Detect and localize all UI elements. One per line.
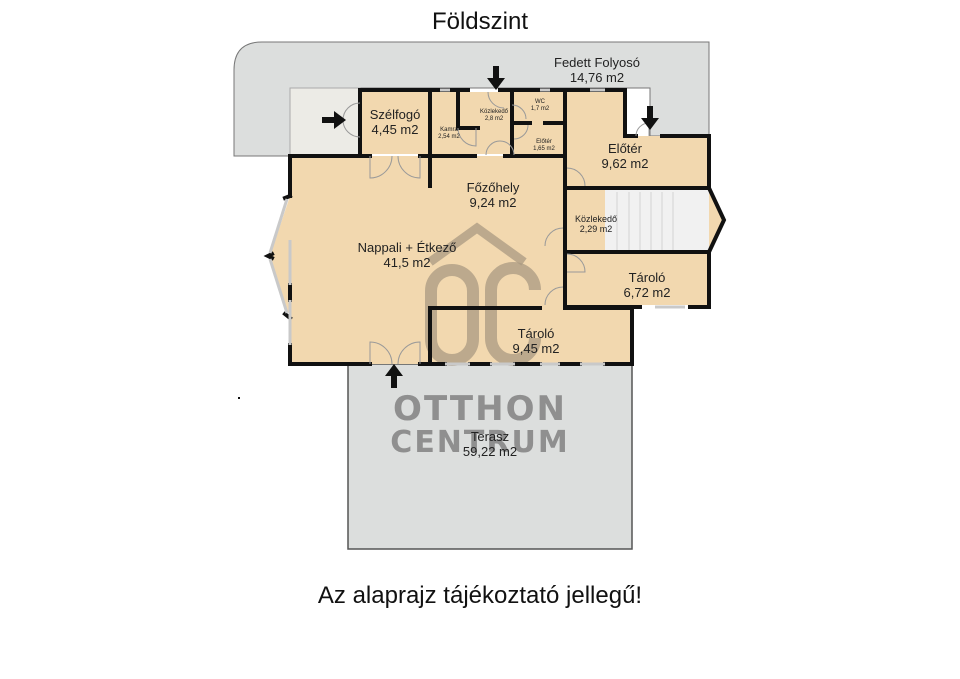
arrow-right-icon [322,111,346,129]
entry-arrows [322,66,659,388]
room-area: 4,45 m2 [372,122,419,137]
room-name: Terasz [471,429,509,444]
room-name: WC [535,99,546,105]
room-area: 2,29 m2 [580,224,613,234]
room-name: Tároló [629,270,666,285]
arrow-down-icon [487,66,505,90]
room-name: Fedett Folyosó [554,55,640,70]
room-name: Előtér [608,141,643,156]
disclaimer-text: Az alaprajz tájékoztató jellegű! [317,582,643,609]
room-area: 41,5 m2 [384,255,431,270]
terrace-area [347,363,633,550]
room-area: 9,62 m2 [602,156,649,171]
room-area: 59,22 m2 [463,444,517,459]
room-area: 6,72 m2 [624,285,671,300]
arrow-down-icon [641,106,659,130]
arrow-up-icon [385,364,403,388]
room-area: 2,8 m2 [485,116,504,122]
room-area: 2,54 m2 [438,134,460,140]
room-name: Előtér [536,139,552,145]
windows [268,88,685,366]
room-labels: Fedett Folyosó 14,76 m2 Szélfogó 4,45 m2… [358,55,671,459]
watermark-line2: CENTRUM [390,425,569,460]
floor-title: Földszint [431,8,529,35]
room-name: Nappali + Étkező [358,240,457,255]
walls [263,88,727,366]
room-name: Kamra [440,127,458,133]
room-area: 1,65 m2 [533,146,555,152]
room-name: Tároló [518,326,555,341]
staircase [605,190,709,250]
door-swings [342,91,650,365]
room-area: 9,24 m2 [470,195,517,210]
room-name: Közlekedő [575,214,617,224]
room-area: 9,45 m2 [513,341,560,356]
marker-dot [238,397,240,399]
room-area: 14,76 m2 [570,70,624,85]
room-name: Szélfogó [370,107,421,122]
room-name: Főzőhely [467,180,520,195]
room-name: Közlekedő [480,109,509,115]
room-area: 1,7 m2 [531,106,550,112]
watermark-line1: OTTHON [393,389,567,429]
